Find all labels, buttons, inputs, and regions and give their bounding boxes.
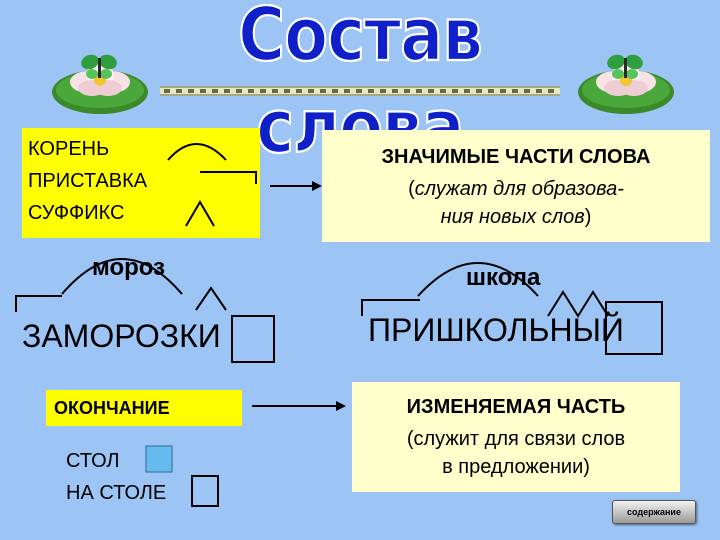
prefix-mark (16, 296, 62, 312)
contents-nav-button[interactable]: содержание (612, 500, 696, 524)
prefix-mark (362, 300, 420, 316)
arrow-to-changeable-part (252, 401, 346, 411)
suffix-caret-symbol (186, 202, 214, 226)
prishkolny-morphemes (362, 263, 662, 354)
root-arc-symbol (168, 144, 226, 160)
zamorozki-morphemes (16, 259, 274, 362)
root-arc-mark (418, 263, 538, 296)
ending-square (192, 476, 218, 506)
contents-nav-label: содержание (627, 507, 681, 517)
arrow-to-significant-parts (270, 181, 322, 191)
ending-mark (232, 316, 274, 362)
root-arc-mark (62, 259, 182, 294)
zero-ending-square (146, 446, 172, 472)
suffix-mark (548, 292, 608, 316)
ending-mark (606, 302, 662, 354)
suffix-mark (196, 288, 226, 310)
prefix-bracket-symbol (200, 172, 256, 184)
